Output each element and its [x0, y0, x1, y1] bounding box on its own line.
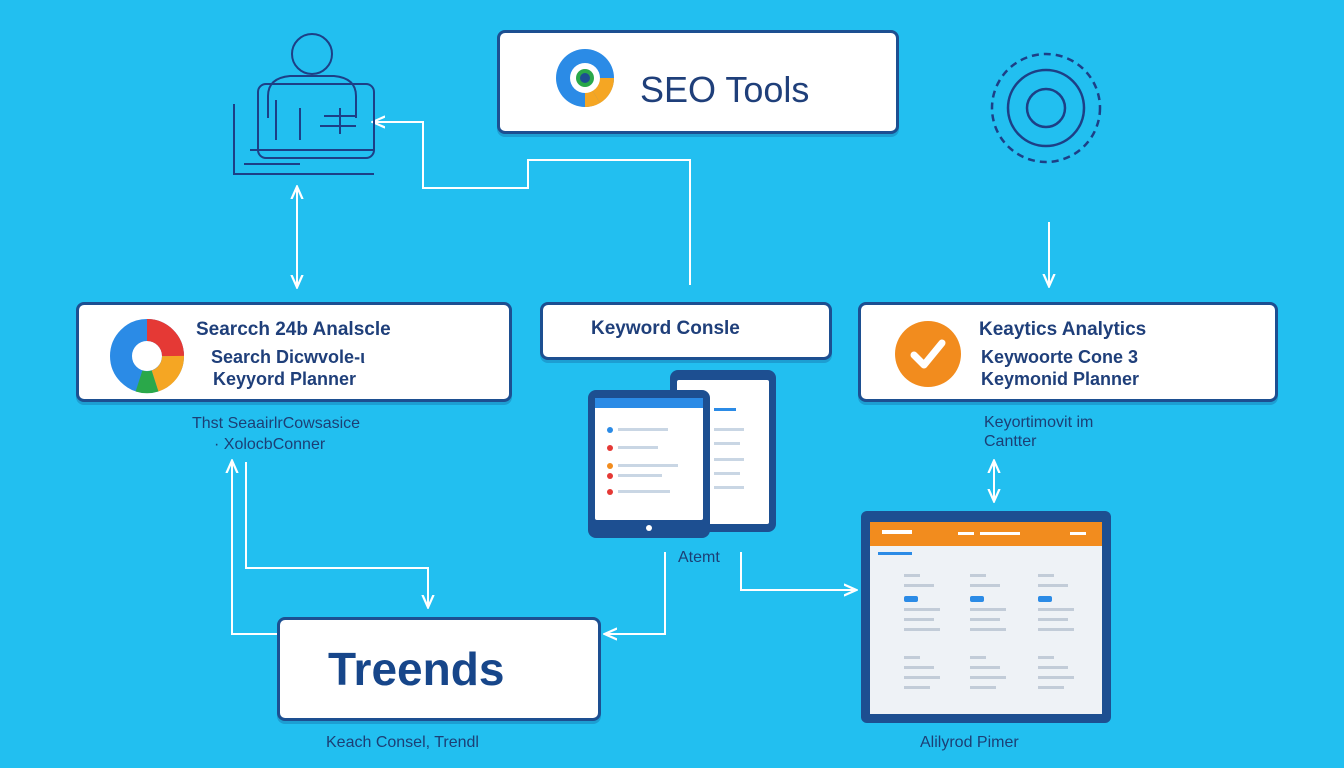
- google-ring-icon: [110, 319, 184, 394]
- analytics-box: Keaytics Analytics Keywoorte Cone 3 Keym…: [858, 302, 1278, 402]
- connector-left-down-1: [232, 462, 277, 635]
- seo-tools-title-box: SEO Tools: [497, 30, 899, 134]
- person-desk-icon: [233, 33, 375, 175]
- bottom-left-caption: Keach Consel, Trendl: [326, 734, 479, 751]
- keyword-console-box: Keyword Consle: [540, 302, 832, 360]
- connector-device-to-screen: [740, 552, 855, 590]
- left-caption-2: · XolocbConner: [214, 436, 326, 453]
- bottom-right-caption: Alilyrod Pimer: [920, 734, 1019, 751]
- right-box-line-1: Keaytics Analytics: [979, 319, 1147, 340]
- trends-label: Treends: [328, 643, 505, 695]
- tablet-devices-illustration: [588, 370, 776, 538]
- right-box-line-2: Keywoorte Cone 3: [981, 347, 1139, 367]
- right-caption-2: Cantter: [984, 433, 1037, 450]
- trends-box: Treends: [277, 617, 601, 721]
- right-caption-1: Keyortimovit im: [984, 414, 1094, 431]
- right-box-line-3: Keymonid Planner: [981, 369, 1140, 389]
- search-analysis-box: Searcch 24b Analscle Search Dicwvole-ι K…: [76, 302, 512, 402]
- connector-left-down-2: [245, 462, 428, 606]
- seo-tools-title: SEO Tools: [640, 69, 810, 110]
- device-caption: Atemt: [678, 549, 720, 566]
- left-box-line-3: Keyyord Planner: [213, 369, 357, 389]
- google-chrome-like-icon: [556, 49, 615, 108]
- connector-title-to-person: [374, 122, 691, 285]
- orange-check-icon: [895, 321, 961, 387]
- desktop-screen-illustration: [861, 511, 1111, 723]
- connector-device-to-trends: [606, 552, 666, 634]
- keyword-console-label: Keyword Consle: [591, 318, 740, 339]
- left-box-line-1: Searcch 24b Analscle: [196, 319, 391, 340]
- left-box-line-2: Search Dicwvole-ι: [211, 347, 366, 367]
- left-caption-1: Thst Seaairlr­Cowsasice: [192, 415, 361, 432]
- target-icon: [990, 52, 1102, 164]
